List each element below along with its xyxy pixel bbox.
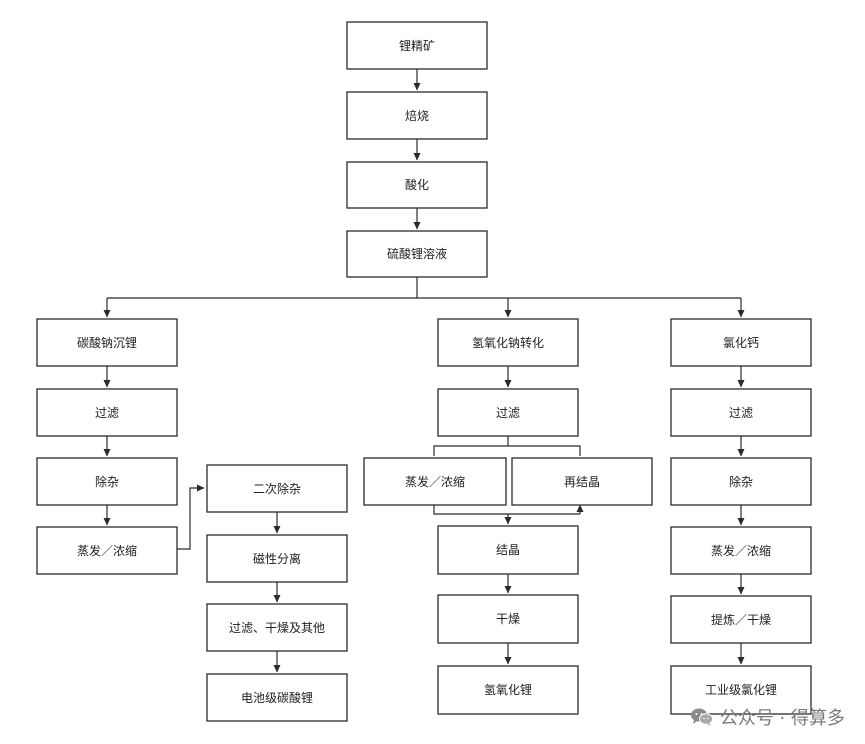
- node-label: 过滤: [496, 406, 520, 420]
- node-sodium-hydroxide-conversion: 氢氧化钠转化: [437, 318, 579, 367]
- node-impurity-removal-left: 除杂: [36, 457, 178, 506]
- node-magnetic-separation: 磁性分离: [206, 534, 348, 583]
- node-label: 提炼／干燥: [711, 612, 771, 627]
- node-label: 氯化钙: [723, 336, 759, 350]
- merge-bracket-bottom: [433, 505, 580, 515]
- node-label: 蒸发／浓缩: [77, 543, 137, 558]
- node-label: 硫酸锂溶液: [387, 246, 447, 261]
- node-label: 锂精矿: [399, 38, 435, 53]
- node-label: 氢氧化钠转化: [472, 335, 544, 350]
- node-battery-grade-lithium-carbonate: 电池级碳酸锂: [206, 673, 348, 722]
- node-filter-mid: 过滤: [437, 388, 579, 437]
- nodes: 锂精矿 焙烧 酸化 硫酸锂溶液 碳酸钠沉锂 过滤 除杂 蒸发／浓缩: [36, 21, 812, 722]
- node-filter-left: 过滤: [36, 388, 178, 437]
- node-refine-dry: 提炼／干燥: [670, 595, 812, 644]
- node-industrial-lithium-chloride: 工业级氯化锂: [670, 665, 812, 715]
- watermark-text: 公众号 · 得算多: [719, 708, 845, 729]
- node-label: 焙烧: [405, 108, 429, 123]
- node-filter-dry-other: 过滤、干燥及其他: [206, 603, 348, 652]
- node-sodium-carbonate-precipitation: 碳酸钠沉锂: [36, 318, 178, 367]
- edge-evaporation-to-secondary: [177, 484, 205, 550]
- node-drying-mid: 干燥: [437, 594, 579, 644]
- node-lithium-concentrate: 锂精矿: [346, 21, 488, 70]
- node-lithium-hydroxide: 氢氧化锂: [437, 665, 579, 715]
- node-calcium-chloride: 氯化钙: [670, 318, 812, 367]
- node-label: 干燥: [496, 612, 520, 626]
- node-filter-right: 过滤: [670, 388, 812, 437]
- connectors: [103, 69, 745, 673]
- wechat-watermark: 公众号 · 得算多: [690, 704, 845, 730]
- node-label: 除杂: [729, 474, 753, 489]
- node-recrystallization: 再结晶: [511, 457, 653, 506]
- node-crystallization: 结晶: [437, 525, 579, 575]
- node-evaporation-mid: 蒸发／浓缩: [363, 457, 507, 506]
- node-label: 除杂: [95, 474, 119, 489]
- node-label: 二次除杂: [253, 481, 301, 496]
- node-acidification: 酸化: [346, 161, 488, 209]
- node-label: 电池级碳酸锂: [241, 690, 313, 705]
- node-label: 工业级氯化锂: [705, 682, 777, 697]
- node-label: 过滤: [729, 406, 753, 420]
- node-evaporation-left: 蒸发／浓缩: [36, 526, 178, 575]
- node-label: 过滤、干燥及其他: [229, 621, 325, 635]
- node-label: 磁性分离: [253, 551, 301, 566]
- branch-bracket-top: [433, 445, 581, 456]
- node-label: 氢氧化锂: [484, 682, 532, 697]
- node-label: 蒸发／浓缩: [711, 543, 771, 558]
- node-impurity-removal-right: 除杂: [670, 457, 812, 506]
- wechat-icon: [690, 708, 713, 726]
- node-label: 过滤: [95, 406, 119, 420]
- node-evaporation-right: 蒸发／浓缩: [670, 526, 812, 575]
- node-label: 蒸发／浓缩: [405, 474, 465, 489]
- node-secondary-impurity-removal: 二次除杂: [206, 464, 348, 513]
- node-lithium-sulfate-solution: 硫酸锂溶液: [346, 230, 488, 278]
- node-label: 碳酸钠沉锂: [77, 335, 137, 350]
- node-roasting: 焙烧: [346, 91, 488, 140]
- node-label: 酸化: [405, 177, 429, 192]
- node-label: 结晶: [496, 543, 520, 557]
- node-label: 再结晶: [564, 475, 600, 489]
